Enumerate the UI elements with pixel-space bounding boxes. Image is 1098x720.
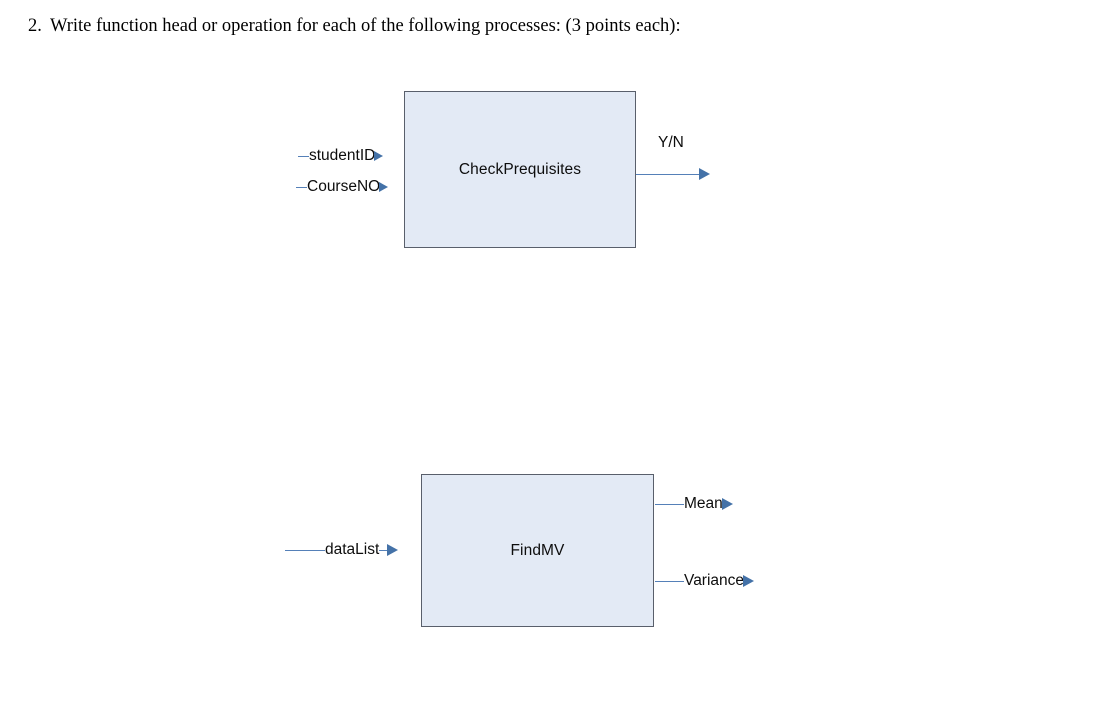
connector-line bbox=[298, 155, 309, 157]
arrow-head-icon bbox=[743, 575, 755, 587]
arrow-head-icon bbox=[387, 544, 399, 556]
output-flow-mean: Mean bbox=[655, 494, 733, 514]
input-label-datalist: dataList bbox=[325, 541, 380, 559]
input-flow-courseno: CourseNO bbox=[296, 177, 389, 197]
arrow-head-icon bbox=[374, 151, 384, 161]
input-label-courseno: CourseNO bbox=[307, 178, 381, 196]
connector-line bbox=[636, 173, 700, 175]
process-label: CheckPrequisites bbox=[458, 160, 582, 178]
connector-line bbox=[655, 580, 684, 582]
connector-line bbox=[655, 503, 684, 505]
output-label-variance: Variance bbox=[684, 572, 745, 590]
connector-line bbox=[296, 186, 307, 188]
process-box-check-prequisites[interactable]: CheckPrequisites bbox=[404, 91, 636, 248]
input-flow-studentid: studentID bbox=[298, 146, 384, 166]
process-label: FindMV bbox=[510, 541, 565, 559]
connector-line bbox=[285, 549, 325, 551]
output-label-yn: Y/N bbox=[658, 134, 684, 151]
output-flow-yn bbox=[636, 164, 710, 184]
arrow-head-icon bbox=[699, 168, 710, 180]
output-label-mean: Mean bbox=[684, 495, 723, 513]
arrow-head-icon bbox=[379, 182, 389, 192]
connector-line bbox=[379, 549, 389, 551]
arrow-head-icon bbox=[721, 498, 733, 510]
diagram-check-prequisites: studentID CourseNO CheckPrequisites Y/N bbox=[0, 0, 1098, 300]
question-text: Write function head or operation for eac… bbox=[50, 16, 681, 36]
input-label-studentid: studentID bbox=[309, 147, 376, 165]
input-flow-datalist: dataList bbox=[285, 540, 399, 560]
question-heading: 2. Write function head or operation for … bbox=[28, 16, 1068, 37]
process-box-find-mv[interactable]: FindMV bbox=[421, 474, 654, 627]
question-number: 2. bbox=[28, 16, 42, 36]
output-flow-variance: Variance bbox=[655, 571, 755, 591]
